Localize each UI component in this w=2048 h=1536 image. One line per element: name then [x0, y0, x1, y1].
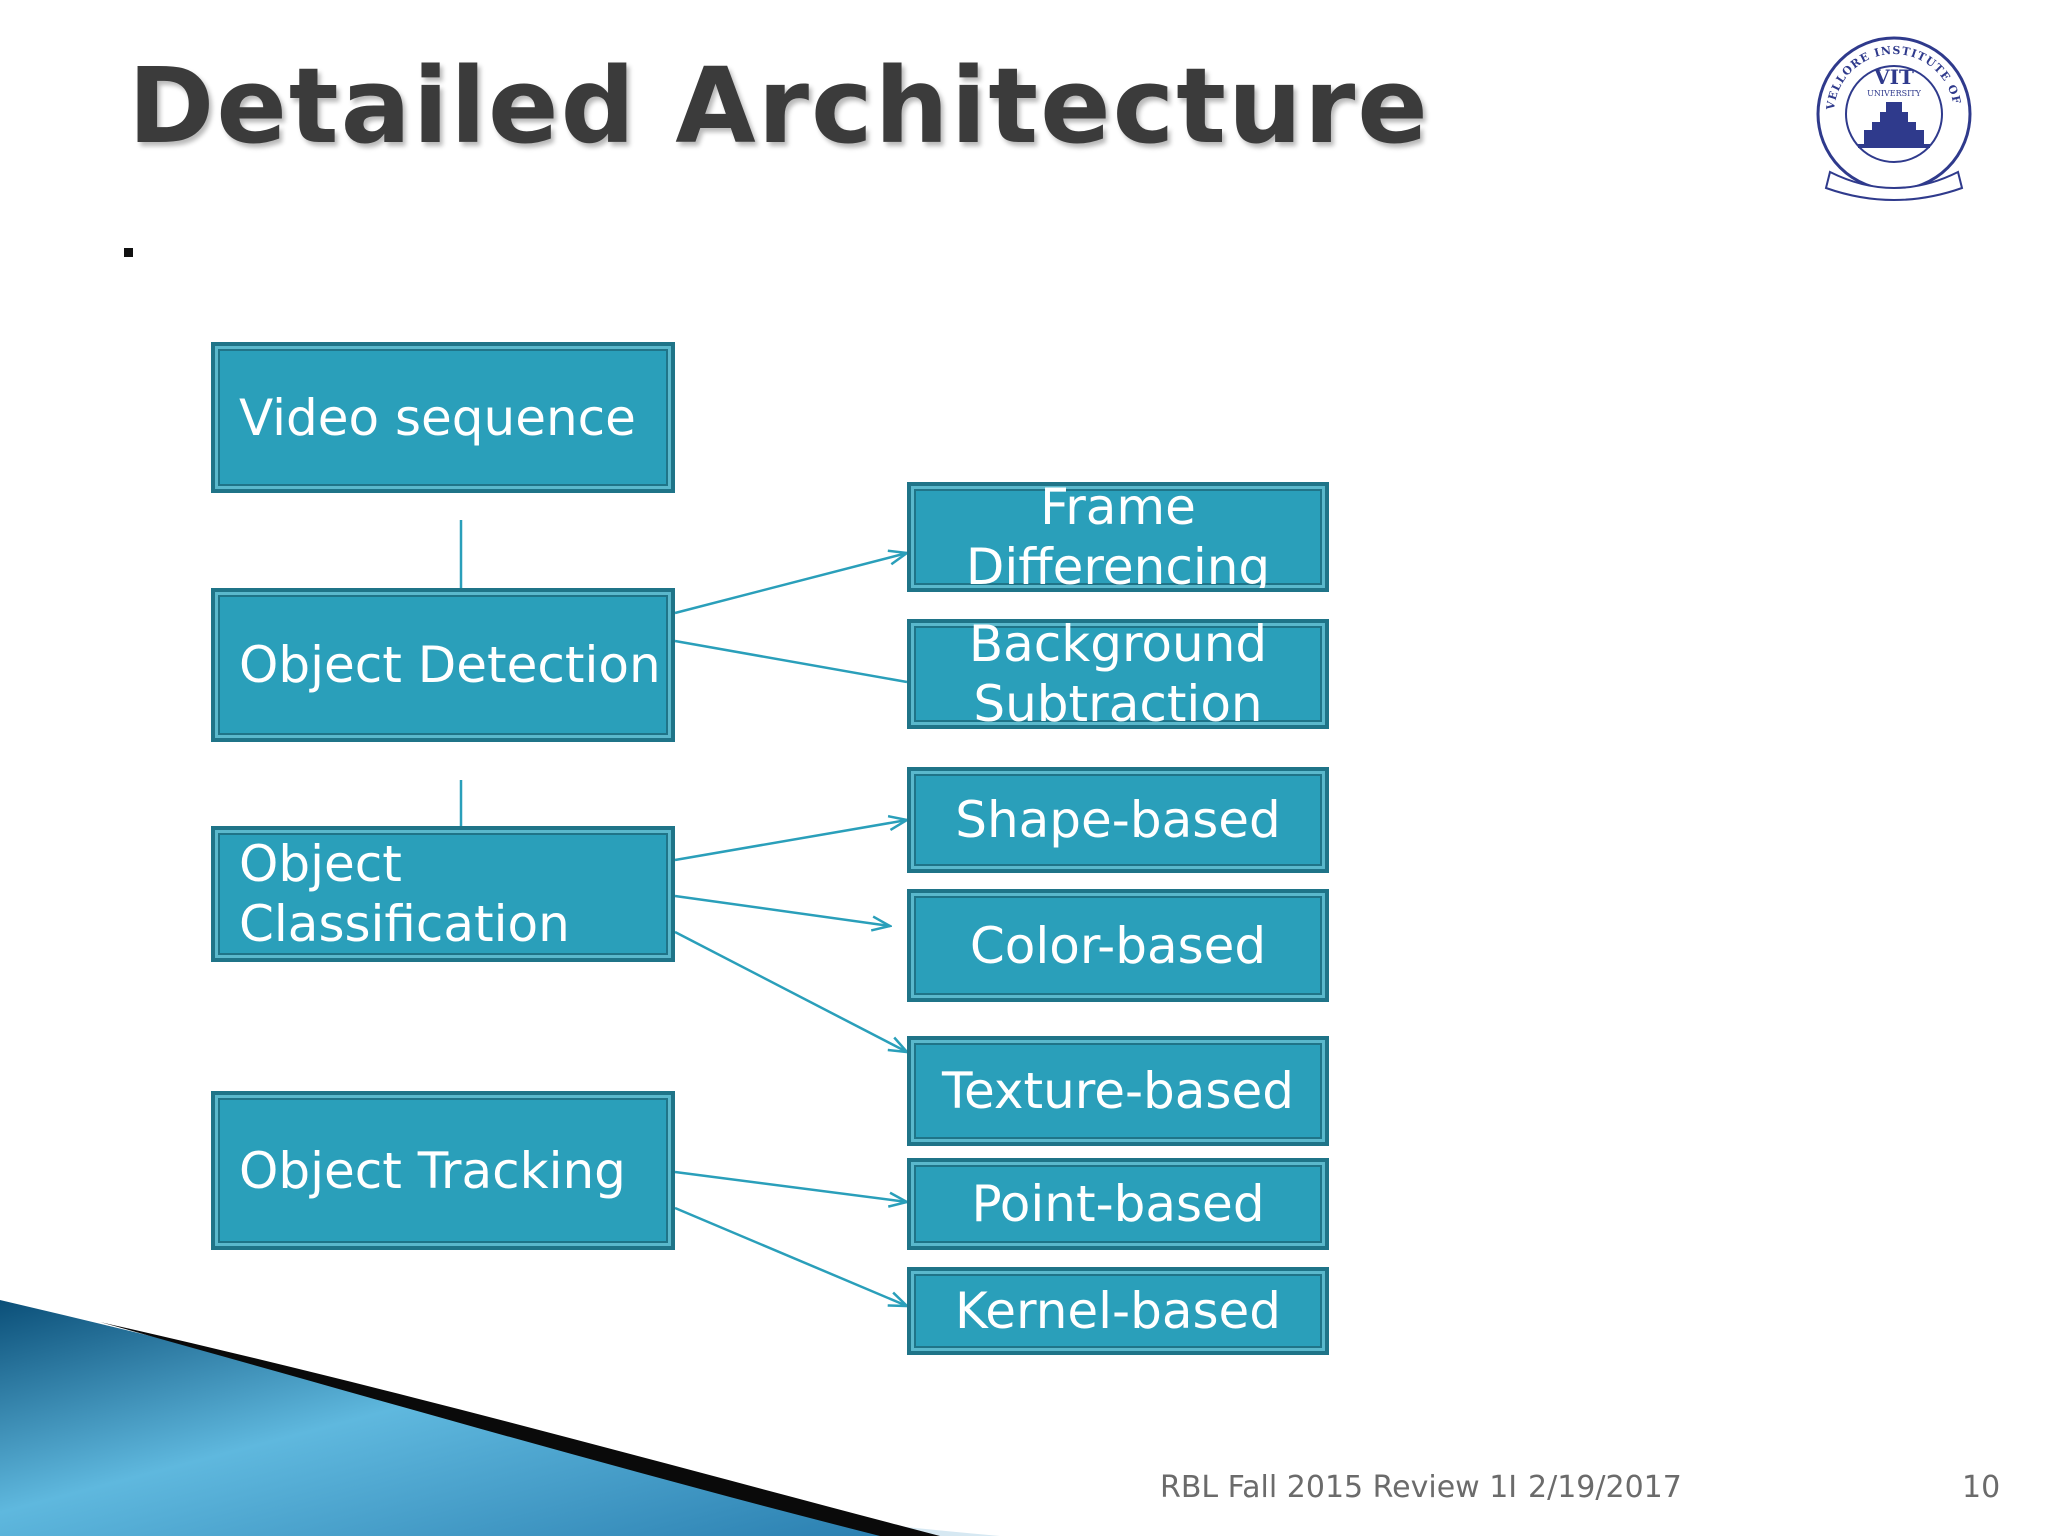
- node-label: Color-based: [969, 916, 1267, 975]
- node-label: Background Subtraction: [968, 619, 1268, 729]
- node-label: Object Classification: [239, 835, 570, 953]
- node-point: Point-based: [907, 1158, 1329, 1250]
- edge-classify-shape: [674, 820, 907, 862]
- node-label: Frame Differencing: [965, 482, 1271, 592]
- node-video: Video sequence: [211, 342, 675, 493]
- edge-classify-color: [674, 894, 890, 926]
- edge-detect-bg: [674, 639, 908, 684]
- logo-university-text: UNIVERSITY: [1867, 89, 1922, 98]
- bullet-marker: [124, 248, 133, 257]
- slide-title: Detailed Architecture: [128, 45, 1430, 167]
- node-bg: Background Subtraction: [907, 619, 1329, 729]
- footer-page-number: 10: [1962, 1470, 2001, 1505]
- node-classify: Object Classification: [211, 826, 675, 962]
- temple-icon: [1858, 102, 1930, 148]
- node-label: Object Detection: [239, 636, 661, 694]
- footer-course: RBL Fall 2015 Review 1I: [1160, 1470, 1518, 1505]
- logo-vit-text: VIT: [1873, 65, 1914, 89]
- node-texture: Texture-based: [907, 1036, 1329, 1146]
- node-detect: Object Detection: [211, 588, 675, 742]
- edge-track-point: [674, 1170, 907, 1202]
- university-logo: VELLORE INSTITUTE OF TECHNOLOGY VIT UNIV…: [1812, 32, 1972, 201]
- node-color: Color-based: [907, 889, 1329, 1002]
- edge-layer: [674, 553, 908, 1306]
- node-kernel: Kernel-based: [907, 1267, 1329, 1355]
- edge-track-kernel: [674, 1206, 907, 1306]
- node-shape: Shape-based: [907, 767, 1329, 873]
- decorative-swoosh: [0, 1300, 1000, 1536]
- footer-date: 2/19/2017: [1528, 1470, 1682, 1505]
- edge-classify-texture: [674, 930, 907, 1052]
- node-label: Video sequence: [239, 388, 636, 447]
- node-frame: Frame Differencing: [907, 482, 1329, 592]
- node-label: Object Tracking: [239, 1141, 626, 1200]
- node-label: Point-based: [971, 1175, 1265, 1233]
- node-label: Shape-based: [955, 791, 1281, 849]
- node-track: Object Tracking: [211, 1091, 675, 1250]
- node-label: Texture-based: [941, 1062, 1294, 1120]
- edge-detect-frame: [674, 553, 907, 615]
- node-label: Kernel-based: [954, 1282, 1282, 1340]
